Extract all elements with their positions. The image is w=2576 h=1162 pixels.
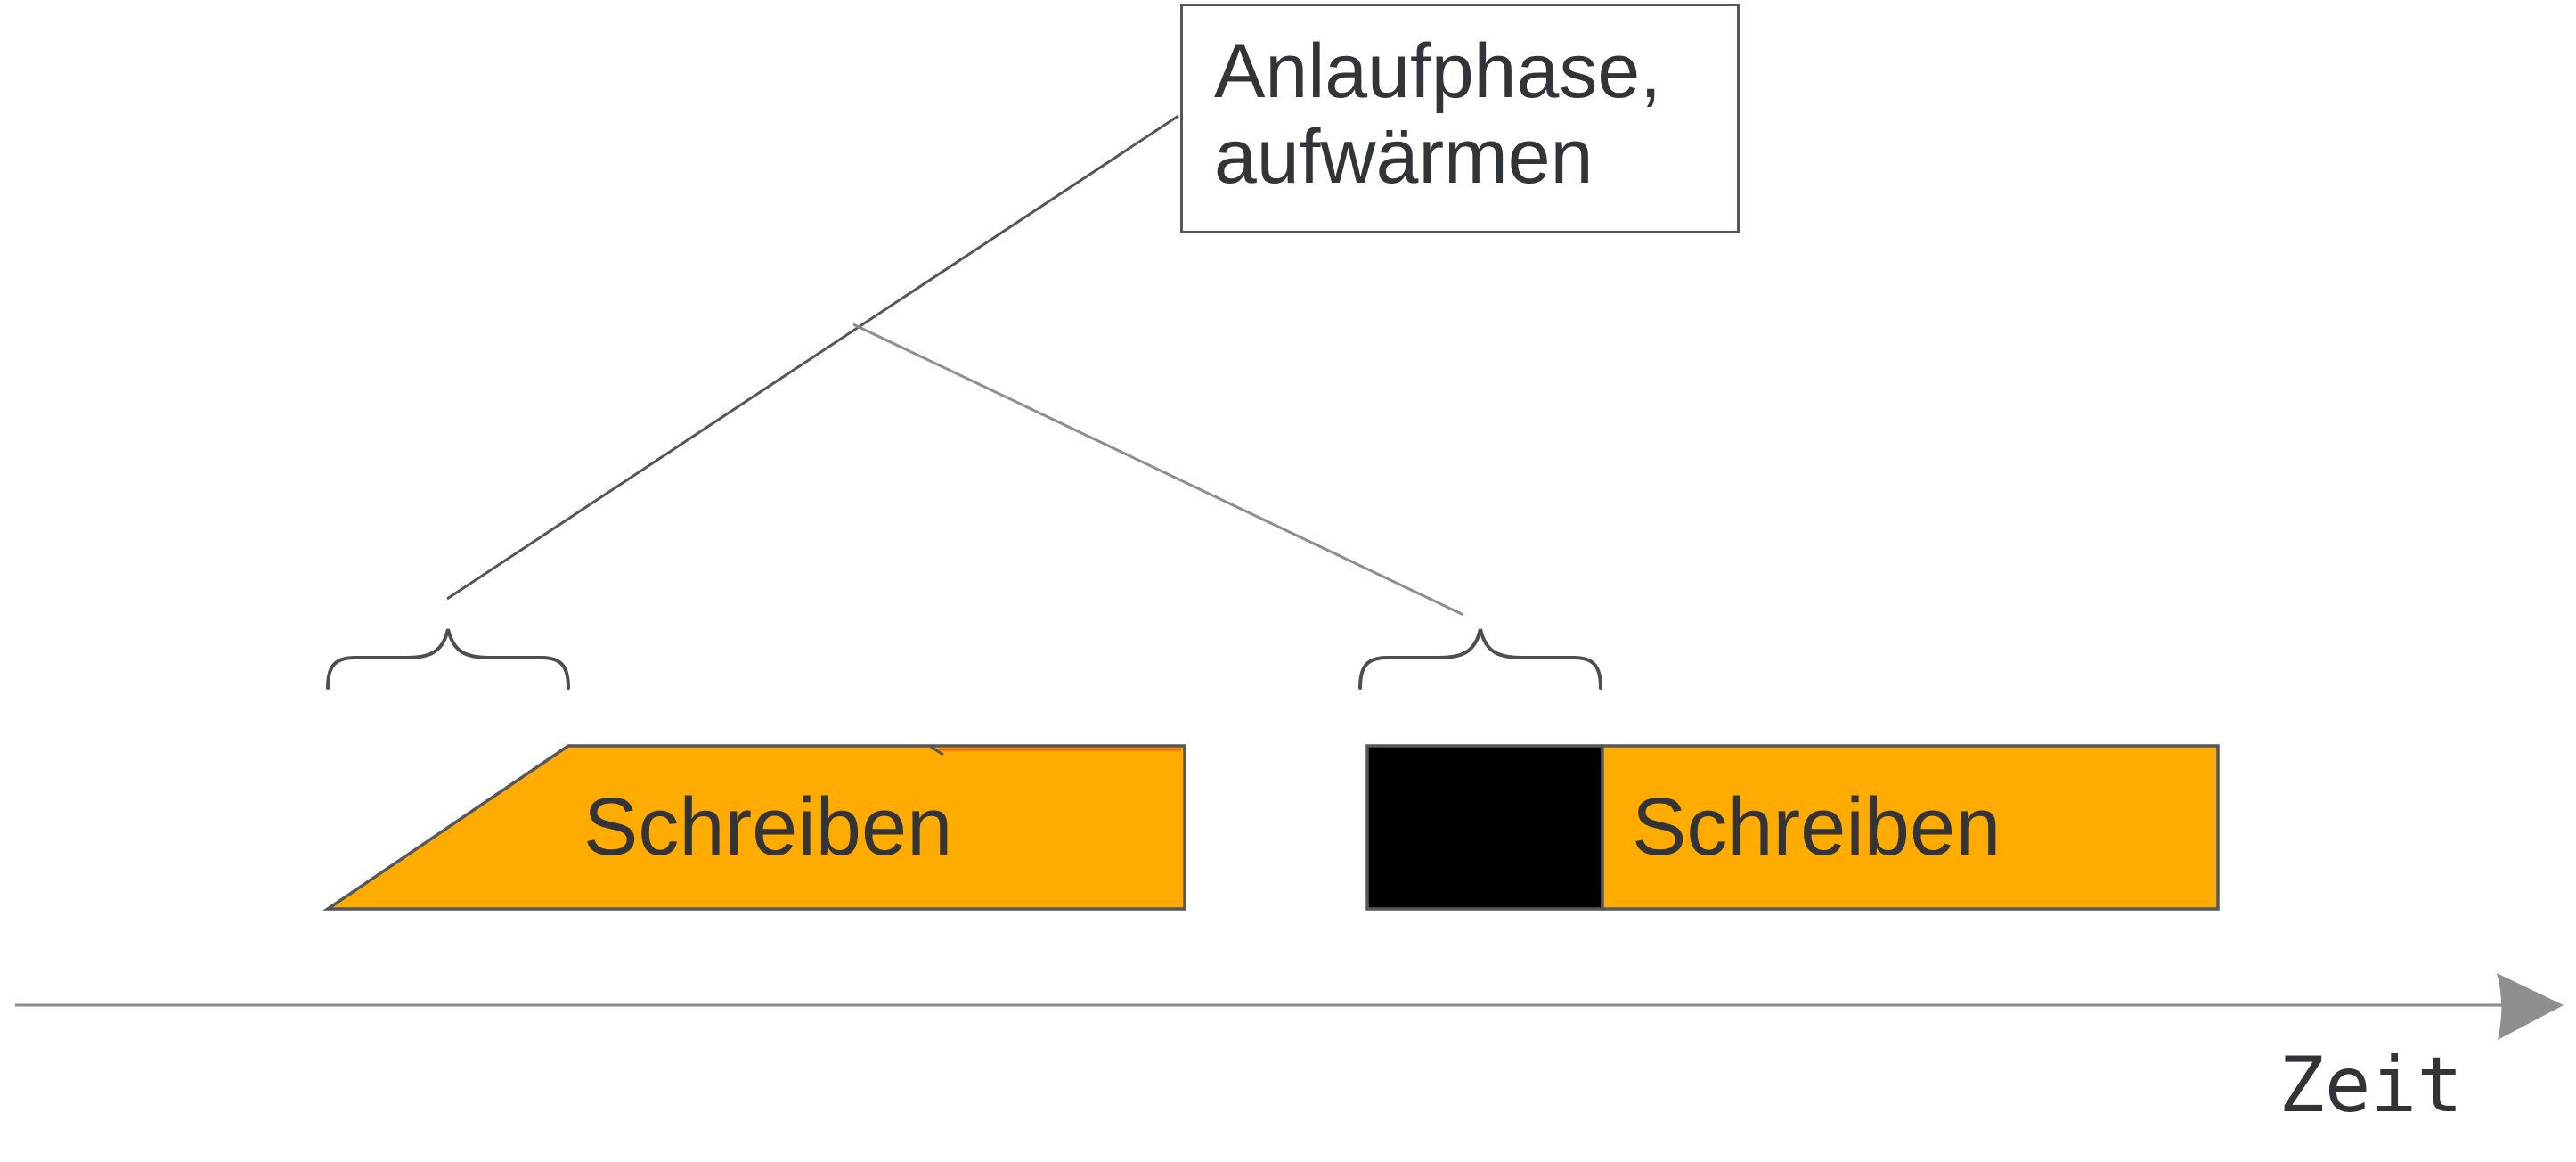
write-segment-right [1601, 744, 2220, 911]
connector-left [446, 114, 1179, 601]
warmup-black-segment [1365, 744, 1604, 911]
ramp-write-shape [322, 744, 1186, 911]
right-brace [1358, 628, 1602, 690]
left-bar-label: Schreiben [583, 781, 953, 872]
left-brace [326, 628, 570, 690]
ramp-seam-notch [930, 745, 944, 757]
right-bar-label: Schreiben [1632, 781, 2001, 872]
annotation-line-2: aufwärmen [1214, 114, 1594, 200]
annotation-box: Anlaufphase, aufwärmen [1180, 4, 1740, 233]
time-axis-arrowhead-icon [2497, 973, 2564, 1040]
connector-right [852, 323, 1464, 617]
time-axis-label: Zeit [2278, 1041, 2464, 1130]
annotation-line-1: Anlaufphase, [1214, 29, 1662, 114]
